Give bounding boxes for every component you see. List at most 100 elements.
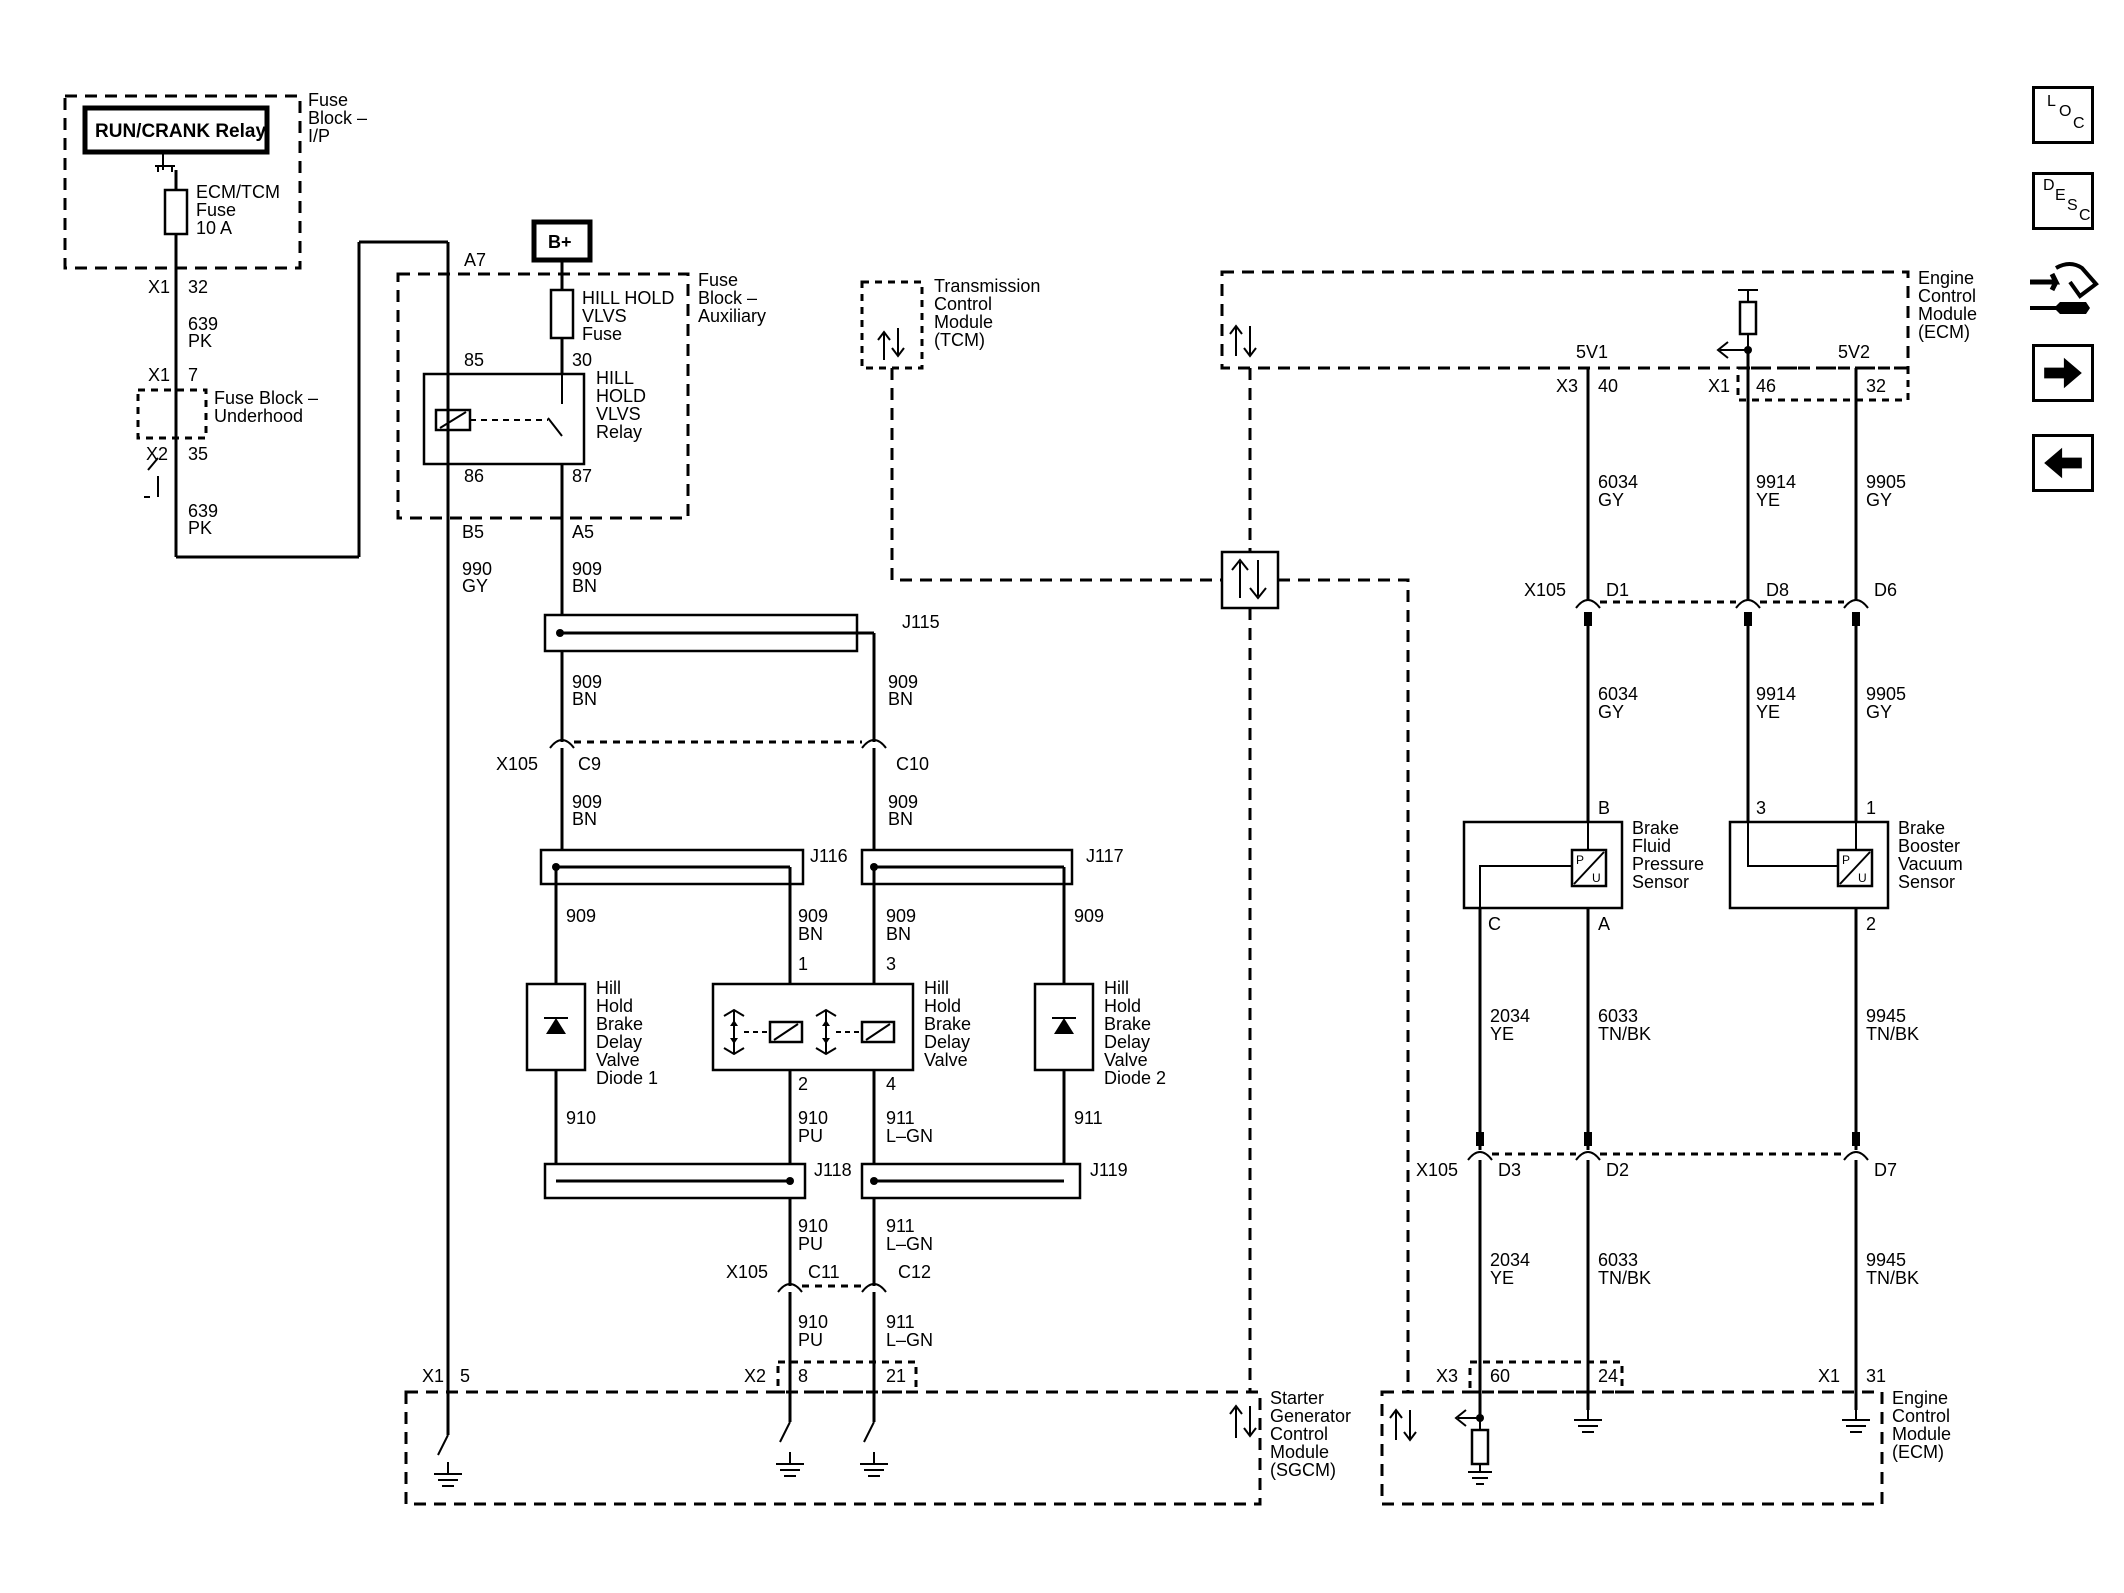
svg-text:3: 3 xyxy=(886,954,896,974)
svg-text:Brake: Brake xyxy=(596,1014,643,1034)
svg-text:P: P xyxy=(1842,853,1850,867)
svg-text:6034: 6034 xyxy=(1598,472,1638,492)
svg-text:Engine: Engine xyxy=(1918,268,1974,288)
svg-text:GY: GY xyxy=(1598,702,1624,722)
svg-text:Module: Module xyxy=(934,312,993,332)
svg-text:910: 910 xyxy=(798,1312,828,1332)
svg-text:6034: 6034 xyxy=(1598,684,1638,704)
svg-text:4: 4 xyxy=(886,1074,896,1094)
svg-text:PU: PU xyxy=(798,1126,823,1146)
splice-j118: J118 xyxy=(543,1160,852,1200)
svg-text:Brake: Brake xyxy=(924,1014,971,1034)
svg-text:2: 2 xyxy=(798,1074,808,1094)
svg-text:X1: X1 xyxy=(148,277,170,297)
next-arrow-button[interactable] xyxy=(2032,344,2094,402)
connector-wrench-icon[interactable] xyxy=(2026,258,2102,326)
svg-text:I/P: I/P xyxy=(308,126,330,146)
svg-text:909: 909 xyxy=(888,792,918,812)
svg-text:Fuse: Fuse xyxy=(698,270,738,290)
svg-text:910: 910 xyxy=(798,1216,828,1236)
svg-text:Fuse: Fuse xyxy=(196,200,236,220)
svg-text:L–GN: L–GN xyxy=(886,1126,933,1146)
svg-text:909: 909 xyxy=(572,672,602,692)
svg-text:X2: X2 xyxy=(146,444,168,464)
svg-text:Brake: Brake xyxy=(1898,818,1945,838)
svg-text:U: U xyxy=(1592,871,1601,885)
svg-text:BN: BN xyxy=(888,809,913,829)
svg-text:30: 30 xyxy=(572,350,592,370)
svg-text:D2: D2 xyxy=(1606,1160,1629,1180)
svg-text:L–GN: L–GN xyxy=(886,1234,933,1254)
svg-text:Delay: Delay xyxy=(1104,1032,1150,1052)
svg-text:X1: X1 xyxy=(1708,376,1730,396)
location-button[interactable]: L O C xyxy=(2032,86,2094,144)
svg-text:909: 909 xyxy=(572,792,602,812)
svg-text:Fluid: Fluid xyxy=(1632,836,1671,856)
pullup-resistor-icon xyxy=(1738,300,1758,336)
brake-fluid-pressure-sensor: P U Brake Fluid Pressure Sensor xyxy=(1462,818,1704,910)
hill-hold-brake-delay-valve: Hill Hold Brake Delay Valve xyxy=(711,978,971,1072)
svg-text:BN: BN xyxy=(572,576,597,596)
svg-text:PU: PU xyxy=(798,1330,823,1350)
svg-text:32: 32 xyxy=(1866,376,1886,396)
svg-text:J116: J116 xyxy=(810,846,848,866)
svg-text:46: 46 xyxy=(1756,376,1776,396)
svg-text:HOLD: HOLD xyxy=(596,386,646,406)
arrow-right-icon xyxy=(2044,357,2082,389)
bidirectional-arrows-icon xyxy=(877,328,905,360)
sgcm-module: X1 5 X2 8 21 Starter Generator Control M… xyxy=(404,1360,1351,1506)
svg-text:L–GN: L–GN xyxy=(886,1330,933,1350)
svg-text:X2: X2 xyxy=(744,1366,766,1386)
svg-text:Brake: Brake xyxy=(1632,818,1679,838)
svg-text:9905: 9905 xyxy=(1866,472,1906,492)
svg-text:639: 639 xyxy=(188,314,218,334)
svg-text:A7: A7 xyxy=(464,250,486,270)
svg-text:21: 21 xyxy=(886,1366,906,1386)
svg-text:909: 909 xyxy=(1074,906,1104,926)
svg-text:Hill: Hill xyxy=(924,978,949,998)
svg-text:910: 910 xyxy=(566,1108,596,1128)
svg-text:35: 35 xyxy=(188,444,208,464)
svg-text:5: 5 xyxy=(460,1366,470,1386)
previous-arrow-button[interactable] xyxy=(2032,434,2094,492)
svg-text:GY: GY xyxy=(1866,702,1892,722)
svg-text:9945: 9945 xyxy=(1866,1006,1906,1026)
svg-text:X1: X1 xyxy=(1818,1366,1840,1386)
svg-text:911: 911 xyxy=(886,1312,915,1332)
svg-text:BN: BN xyxy=(798,924,823,944)
svg-text:Brake: Brake xyxy=(1104,1014,1151,1034)
svg-text:Module: Module xyxy=(1892,1424,1951,1444)
svg-text:Diode 1: Diode 1 xyxy=(596,1068,658,1088)
svg-text:GY: GY xyxy=(462,576,488,596)
svg-text:60: 60 xyxy=(1490,1366,1510,1386)
svg-text:Underhood: Underhood xyxy=(214,406,303,426)
serial-data-gateway xyxy=(1220,550,1280,610)
ecm-module-top: Engine Control Module (ECM) 5V1 5V2 xyxy=(1220,268,1977,402)
svg-text:VLVS: VLVS xyxy=(596,404,641,424)
fuse-block-ip: Fuse Block – I/P RUN/CRANK Relay ECM/TCM… xyxy=(63,90,367,270)
bidirectional-arrows-icon xyxy=(1229,324,1257,358)
svg-text:909: 909 xyxy=(886,906,916,926)
svg-text:C: C xyxy=(1488,914,1501,934)
svg-text:U: U xyxy=(1858,871,1867,885)
svg-text:X105: X105 xyxy=(1524,580,1566,600)
svg-text:YE: YE xyxy=(1490,1024,1514,1044)
svg-text:C11: C11 xyxy=(808,1262,840,1282)
svg-text:1: 1 xyxy=(798,954,808,974)
svg-text:Delay: Delay xyxy=(596,1032,642,1052)
svg-text:Control: Control xyxy=(1918,286,1976,306)
svg-text:911: 911 xyxy=(886,1216,915,1236)
svg-text:9945: 9945 xyxy=(1866,1250,1906,1270)
svg-text:(SGCM): (SGCM) xyxy=(1270,1460,1336,1480)
svg-text:J117: J117 xyxy=(1086,846,1124,866)
svg-text:C12: C12 xyxy=(898,1262,931,1282)
svg-text:9914: 9914 xyxy=(1756,684,1796,704)
svg-text:Transmission: Transmission xyxy=(934,276,1040,296)
svg-text:ECM/TCM: ECM/TCM xyxy=(196,182,280,202)
svg-text:B: B xyxy=(1598,798,1610,818)
run-crank-relay-label: RUN/CRANK Relay xyxy=(95,121,266,142)
svg-text:Module: Module xyxy=(1918,304,1977,324)
svg-text:D3: D3 xyxy=(1498,1160,1521,1180)
ecm-tcm-fuse-icon xyxy=(163,188,189,236)
description-button[interactable]: D E S C xyxy=(2032,172,2094,230)
